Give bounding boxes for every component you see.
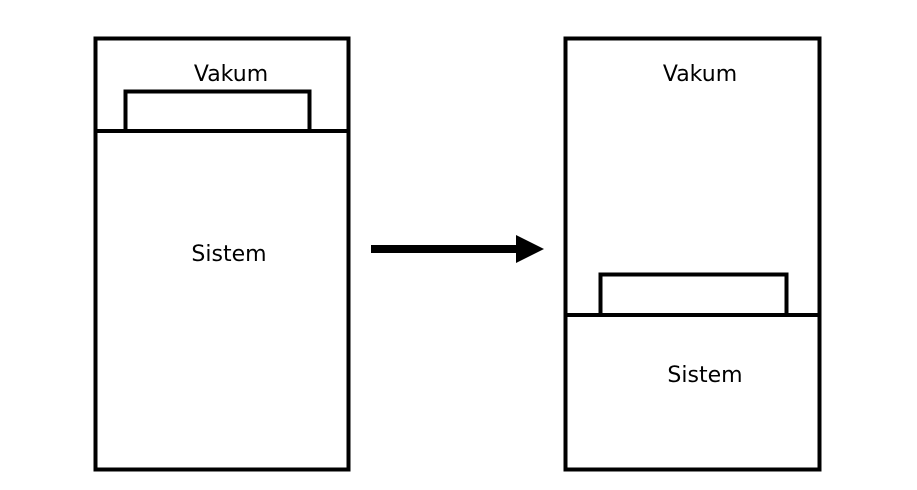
- before-container: [93, 36, 351, 472]
- before-sistem-label: Sistem: [191, 242, 266, 267]
- after-piston: [598, 272, 789, 317]
- after-vakum-label: Vakum: [663, 62, 737, 87]
- after-state: Vakum Sistem: [563, 36, 822, 472]
- before-piston: [123, 89, 312, 133]
- after-sistem-label: Sistem: [667, 363, 742, 388]
- before-state: Vakum Sistem: [93, 36, 351, 472]
- before-vakum-label: Vakum: [194, 62, 268, 87]
- after-container: [563, 36, 822, 472]
- right-arrow-icon: [371, 235, 544, 263]
